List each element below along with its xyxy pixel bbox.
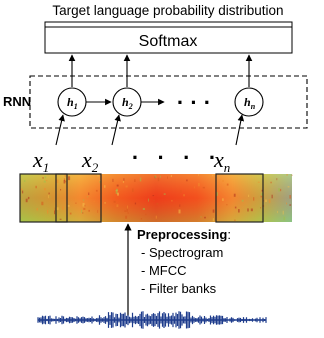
svg-text:h1: h1 (67, 95, 78, 111)
arrow-xn-hn (235, 114, 245, 146)
hidden-n-base: h (244, 95, 251, 109)
svg-text:hn: hn (244, 95, 256, 111)
input-xn-base: x (213, 147, 224, 172)
spectrogram-image (20, 174, 293, 222)
frame-window-n (215, 173, 264, 223)
audio-waveform (37, 311, 267, 329)
input-x2-sub: 2 (92, 160, 99, 175)
svg-text:Preprocessing:: Preprocessing: (137, 227, 231, 242)
preprocessing-title: Preprocessing (137, 227, 227, 242)
input-x1-base: x (32, 147, 43, 172)
arrow-x1-h1 (55, 114, 65, 146)
hidden-node-1: h1 (57, 87, 87, 117)
preprocessing-item-spectrogram: - Spectrogram (141, 245, 223, 260)
preprocessing-colon: : (227, 227, 231, 242)
input-xn-sub: n (224, 160, 231, 175)
rnn-ellipsis: · · · (177, 90, 211, 115)
input-ellipsis: · · · · (132, 145, 216, 170)
hidden-1-sub: 1 (74, 102, 78, 111)
svg-text:x1: x1 (32, 147, 49, 175)
svg-text:h2: h2 (122, 95, 133, 111)
hidden-node-n: hn (234, 87, 264, 117)
softmax-box (44, 26, 293, 54)
hidden-2-base: h (122, 95, 129, 109)
output-distribution-label: Target language probability distribution (52, 3, 283, 18)
input-x2-base: x (81, 147, 92, 172)
preprocessing-item-filter-banks: - Filter banks (141, 281, 217, 296)
hidden-n-sub: n (251, 102, 256, 111)
input-x1-sub: 1 (43, 160, 50, 175)
softmax-label: Softmax (139, 33, 198, 50)
hidden-2-sub: 2 (128, 102, 133, 111)
preprocessing-item-mfcc: - MFCC (141, 263, 187, 278)
svg-text:xn: xn (213, 147, 230, 175)
arrow-x2-h2 (111, 114, 121, 146)
output-bracket (44, 21, 293, 27)
frame-window-1 (19, 173, 68, 223)
svg-text:x2: x2 (81, 147, 99, 175)
frame-window-2 (55, 173, 102, 223)
rnn-dashed-box (29, 75, 308, 129)
rnn-label: RNN (3, 94, 31, 109)
hidden-node-2: h2 (112, 87, 142, 117)
hidden-1-base: h (67, 95, 74, 109)
